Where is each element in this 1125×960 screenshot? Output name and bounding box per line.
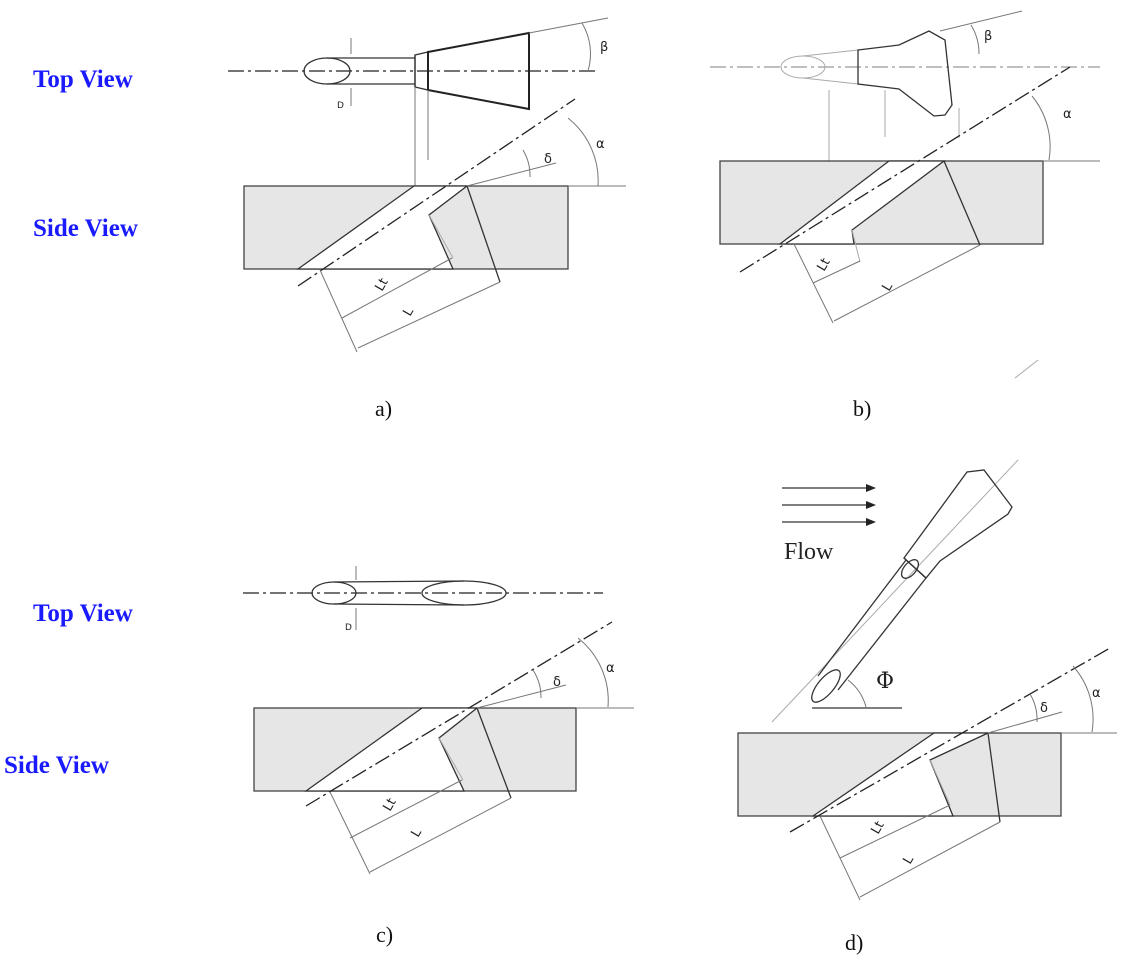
top-view-label-row2: Top View (33, 600, 133, 627)
panel-c-top-view: D (243, 566, 603, 633)
panel-a-d-label: D (337, 101, 344, 111)
panel-a-beta-label: β (600, 40, 608, 55)
top-view-label-row1: Top View (33, 66, 133, 93)
panel-c-d-label: D (345, 623, 352, 633)
panel-c: D α δ Lt L c) (243, 566, 634, 947)
side-view-label-row1: Side View (33, 215, 138, 242)
panel-d-lt-label: Lt (868, 819, 887, 837)
panel-a-delta-label: δ (544, 152, 552, 167)
panel-d-alpha-label: α (1092, 686, 1101, 701)
panel-b-caption: b) (853, 396, 871, 421)
panel-c-l-label: L (408, 826, 425, 840)
panel-d-side-view: α δ Lt L (737, 647, 1117, 901)
flow-label: Flow (784, 539, 834, 565)
panel-d-l-label: L (900, 853, 917, 867)
panel-c-lt-label: Lt (380, 796, 399, 814)
panel-a-l-label: L (400, 305, 417, 319)
panel-c-delta-label: δ (553, 675, 561, 690)
side-view-label-row2: Side View (4, 752, 109, 779)
panel-b: β α Lt L b) (710, 10, 1100, 421)
panel-d-phi-label: Φ (876, 669, 894, 694)
panel-d: Flow Φ α δ (737, 459, 1117, 955)
panel-b-top-view: β (710, 10, 1100, 190)
panel-c-side-view: α δ Lt L (253, 621, 634, 875)
panel-a-top-view: β D (228, 17, 608, 188)
panel-b-lt-label: Lt (814, 256, 833, 274)
flow-arrows: Flow (782, 484, 876, 565)
panel-a-side-view: α δ Lt L (243, 98, 626, 353)
panel-b-alpha-label: α (1063, 107, 1072, 122)
panel-a-alpha-label: α (596, 137, 605, 152)
panel-a-lt-label: Lt (372, 276, 391, 294)
panel-b-l-label: L (879, 280, 896, 294)
panel-d-delta-label: δ (1040, 701, 1048, 716)
panel-c-alpha-label: α (606, 661, 615, 676)
panel-b-beta-label: β (984, 29, 992, 44)
panel-c-caption: c) (376, 922, 393, 947)
panel-a: β D α δ Lt (228, 17, 626, 421)
panel-d-inclined-view: Φ (771, 459, 1019, 723)
panel-d-caption: d) (845, 930, 863, 955)
panel-b-side-view: α Lt L (719, 66, 1100, 379)
panel-a-caption: a) (375, 396, 392, 421)
